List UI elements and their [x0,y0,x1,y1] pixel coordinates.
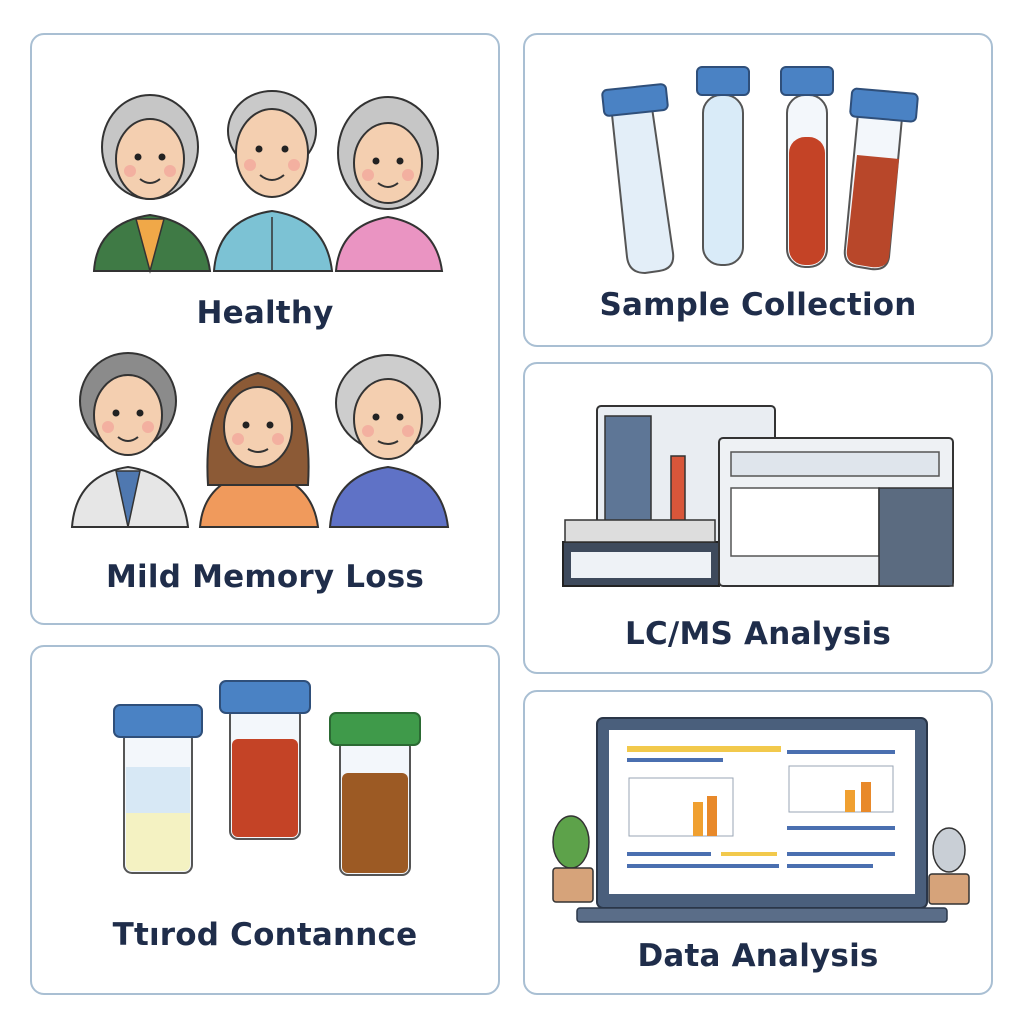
healthy-person-1-icon [92,94,212,274]
cohort-illustration [70,90,450,528]
tube-red-2-icon [843,87,919,271]
lcms-label: LC/MS Analysis [625,616,891,652]
blue-cap-jar-icon [113,704,203,874]
data-analysis-illustration [552,717,970,923]
cohort-panel: Healthy Mild Memory Loss [30,33,500,625]
memory-person-1-icon [70,352,190,528]
tube-clear-1-icon [601,83,675,275]
containers-panel: Ttırod Contannce [30,645,500,995]
containers-label: Ttırod Contannce [112,917,418,953]
data-analysis-label: Data Analysis [637,938,879,974]
mass-spectrometer-icon [718,437,954,587]
red-sample-jar-icon [219,680,311,840]
autosampler-tray-icon [562,519,720,587]
sample-collection-label: Sample Collection [599,287,917,323]
tube-clear-2-icon [696,66,750,266]
lcms-panel: LC/MS Analysis [523,362,993,674]
sample-tubes-illustration [601,66,919,275]
memory-person-2-icon [198,371,320,528]
containers-illustration [113,680,421,876]
healthy-label: Healthy [196,295,334,331]
memory-loss-label: Mild Memory Loss [106,559,424,595]
memory-person-3-icon [328,354,450,528]
data-analysis-panel: Data Analysis [523,690,993,995]
monitor-icon [576,717,948,923]
lcms-instrument-illustration [562,405,954,587]
healthy-person-3-icon [334,96,444,272]
plant-left-icon [552,815,594,903]
plant-right-icon [928,827,970,905]
healthy-person-2-icon [212,90,334,272]
sample-collection-panel: Sample Collection [523,33,993,347]
green-cap-jar-icon [329,712,421,876]
tube-red-1-icon [780,66,834,268]
